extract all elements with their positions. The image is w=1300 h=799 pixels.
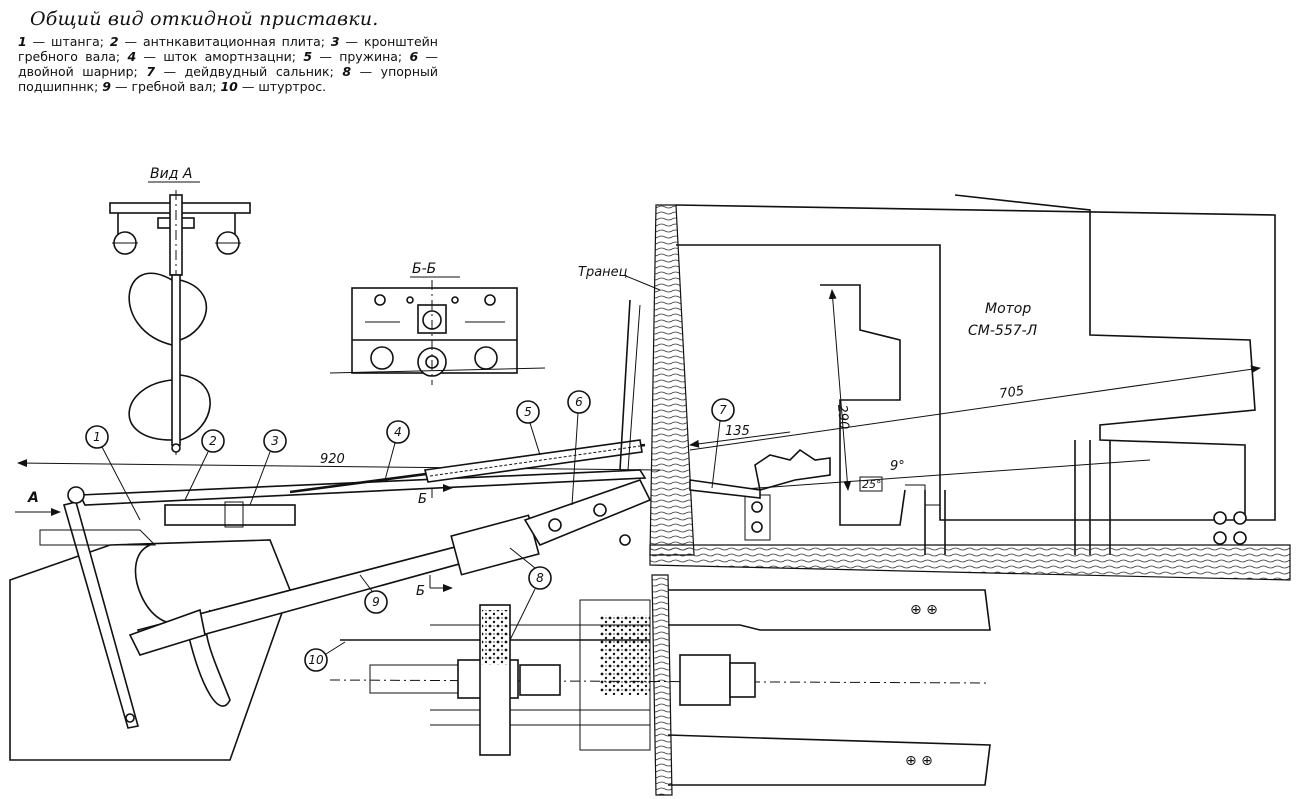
section-mark-top: Б <box>418 492 427 507</box>
dim-290: 290 <box>834 404 851 430</box>
base-board <box>649 544 1291 581</box>
legend-text: штуртрос. <box>258 79 327 94</box>
callout-2: 2 <box>184 429 225 501</box>
legend-num: 2 <box>109 34 119 49</box>
callout-1: 1 <box>85 425 141 521</box>
svg-text:7: 7 <box>719 403 727 417</box>
svg-text:⊕ ⊕: ⊕ ⊕ <box>905 753 933 769</box>
svg-text:4: 4 <box>394 425 402 439</box>
motor-label-1: Мотор <box>985 301 1031 317</box>
callout-5: 5 <box>516 400 541 456</box>
legend-text: кронштейн гребного вала; <box>18 34 438 64</box>
dim-920: 920 <box>320 452 345 467</box>
legend-num: 8 <box>342 64 352 79</box>
svg-text:3: 3 <box>271 434 279 448</box>
legend-text: гребной вал; <box>131 79 217 94</box>
caption-title: Общий вид откидной приставки. <box>30 8 379 30</box>
callout-7: 7 <box>711 398 735 489</box>
boom <box>63 501 140 729</box>
legend-text: пружина; <box>339 49 403 64</box>
legend-text: двойной шарнир; <box>18 64 138 79</box>
legend-text: дейдвудный сальник; <box>184 64 334 79</box>
legend-num: 4 <box>127 49 137 64</box>
plan-transom <box>651 574 673 796</box>
callouts: 1 2 3 4 5 6 7 <box>85 390 735 672</box>
legend-num: 5 <box>303 49 313 64</box>
legend-text: штанга; <box>51 34 105 49</box>
legend-num: 7 <box>146 64 156 79</box>
svg-text:10: 10 <box>308 653 324 667</box>
callout-8: 8 <box>509 547 552 641</box>
section-bb-title: Б-Б <box>412 261 436 277</box>
thrust-bearing <box>450 514 540 576</box>
callout-6: 6 <box>567 390 591 506</box>
svg-text:5: 5 <box>524 405 532 419</box>
propeller <box>134 544 231 707</box>
angle-9: 9° <box>890 459 905 474</box>
svg-text:1: 1 <box>93 430 101 444</box>
figure-caption: Общий вид откидной приставки. 1 — штанга… <box>18 8 438 94</box>
svg-text:2: 2 <box>209 434 217 448</box>
legend-text: шток амортнзацни; <box>163 49 297 64</box>
transom-label: Транец <box>578 265 628 280</box>
plan-view: ⊕ ⊕ ⊕ ⊕ <box>329 574 991 796</box>
stern-seal <box>689 479 761 499</box>
callout-10: 10 <box>304 641 346 672</box>
svg-text:9: 9 <box>372 595 380 609</box>
legend-num: 10 <box>220 79 238 94</box>
double-joint <box>523 479 652 547</box>
legend-text: антнкавитационная плита; <box>142 34 326 49</box>
anti-cavitation-plate <box>78 469 647 506</box>
angle-25: 25° <box>862 478 882 491</box>
view-a: Вид А <box>109 166 251 455</box>
svg-text:6: 6 <box>575 395 583 409</box>
view-a-title: Вид А <box>150 166 192 182</box>
main-assembly: 920 А Б <box>9 299 761 761</box>
legend-num: 9 <box>102 79 111 94</box>
legend-text: упорный подшипннк; <box>18 64 438 94</box>
section-mark-bottom: Б <box>416 584 425 599</box>
legend-num: 1 <box>18 34 27 49</box>
callout-3: 3 <box>249 429 287 506</box>
transom-and-motor: Транец Мотор СМ-557-Л 705 290 <box>578 194 1291 581</box>
callout-9: 9 <box>359 574 388 614</box>
svg-text:8: 8 <box>536 571 544 585</box>
dim-135: 135 <box>725 424 750 439</box>
motor-label-2: СМ-557-Л <box>968 323 1038 339</box>
legend-num: 6 <box>409 49 419 64</box>
transom-board <box>649 204 695 556</box>
arrow-a-label: А <box>27 490 39 506</box>
caption-legend: 1 — штанга; 2 — антнкавитационная плита;… <box>18 34 438 94</box>
spring <box>424 439 643 483</box>
dim-705: 705 <box>998 384 1025 402</box>
svg-text:⊕ ⊕: ⊕ ⊕ <box>910 602 938 618</box>
legend-num: 3 <box>330 34 340 49</box>
section-bb: Б-Б <box>329 261 546 385</box>
callout-4: 4 <box>384 420 410 481</box>
